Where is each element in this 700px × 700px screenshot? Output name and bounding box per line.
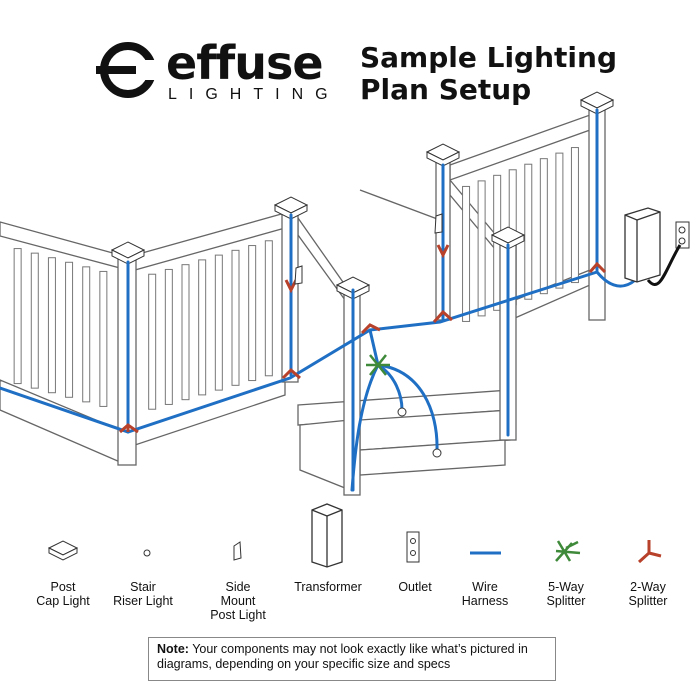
baluster — [264, 240, 273, 377]
side-mount-post-light — [434, 213, 443, 234]
legend-label: Riser Light — [113, 594, 173, 608]
baluster — [248, 245, 257, 382]
post-cap-light — [425, 143, 461, 167]
effuse-logo-icon — [96, 42, 156, 98]
baluster — [198, 259, 207, 396]
baluster — [13, 248, 22, 385]
baluster — [65, 261, 74, 398]
side-mount-post-light — [294, 265, 303, 285]
legend-label: Stair — [130, 580, 156, 594]
page-title: Sample Lighting Plan Setup — [360, 42, 617, 106]
baluster — [524, 163, 533, 300]
legend-label: Cap Light — [36, 594, 90, 608]
baluster — [148, 273, 157, 410]
brand-name: effuse — [166, 36, 324, 90]
2-way-splitters — [119, 244, 607, 434]
wire-harness-lines — [0, 108, 647, 492]
legend-label: Side — [225, 580, 251, 594]
note-label: Note: — [157, 642, 189, 656]
legend-label: Transformer — [294, 580, 362, 594]
transformer-icon — [311, 503, 343, 568]
title-line-1: Sample Lighting — [360, 41, 617, 74]
baluster — [477, 180, 486, 317]
baluster — [462, 185, 471, 322]
5-way-splitter — [366, 354, 390, 376]
transformer — [624, 207, 661, 283]
legend-outlet: Outlet — [360, 580, 470, 594]
legend-transformer: Transformer — [273, 580, 383, 594]
baluster — [539, 158, 548, 295]
baluster — [214, 254, 223, 391]
legend-label: Post Light — [210, 608, 266, 622]
outlet — [675, 221, 690, 249]
legend-label: Wire — [472, 580, 498, 594]
legend-label: Post — [50, 580, 76, 594]
baluster — [99, 270, 108, 407]
post-cap-light — [110, 241, 146, 265]
post-cap-light — [579, 91, 615, 115]
legend-label: Splitter — [628, 594, 668, 608]
power-cord — [646, 244, 682, 287]
baluster — [555, 152, 564, 289]
baluster — [82, 266, 91, 403]
5-way-splitter-icon — [555, 540, 581, 562]
baluster — [181, 264, 190, 401]
stair-riser-light-icon — [143, 549, 151, 557]
title-line-2: Plan Setup — [360, 73, 532, 106]
baluster — [164, 268, 173, 405]
note-text: Your components may not look exactly lik… — [157, 642, 528, 671]
baluster — [570, 147, 579, 284]
post-cap-light — [335, 276, 371, 300]
stair-riser-light — [397, 407, 407, 417]
legend-label: Splitter — [546, 594, 586, 608]
side-mount-post-light-icon — [233, 541, 242, 561]
2-way-splitter-icon — [637, 540, 662, 564]
baluster — [231, 249, 240, 386]
legend-label: 2-Way — [630, 580, 666, 594]
legend-label: Outlet — [398, 580, 432, 594]
legend-label: 5-Way — [548, 580, 584, 594]
legend-label: Harness — [461, 594, 509, 608]
baluster — [47, 257, 56, 394]
brand-subtitle: LIGHTING — [168, 86, 340, 103]
stair-riser-light — [432, 448, 442, 458]
legend-label: Mount — [220, 594, 256, 608]
note-box: Note: Your components may not look exact… — [148, 637, 556, 681]
post-cap-light-icon — [47, 540, 79, 561]
post-cap-lights — [110, 91, 615, 300]
outlet-icon — [406, 531, 420, 563]
baluster — [30, 252, 39, 389]
